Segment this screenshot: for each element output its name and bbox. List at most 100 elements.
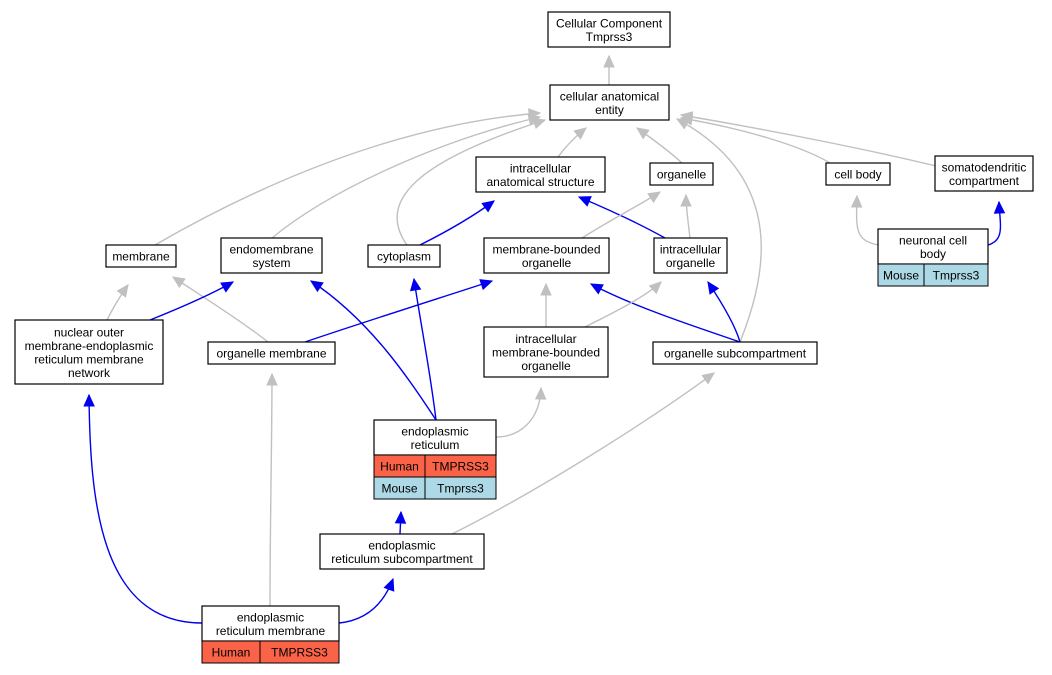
edge-line (172, 276, 269, 343)
edges-layer (83, 54, 1006, 624)
arrowhead (636, 127, 650, 140)
edge-line (269, 373, 273, 607)
edge-er-to-endomem (309, 280, 437, 421)
term-box (105, 244, 177, 268)
arrowhead (577, 196, 592, 207)
term-label: reticulum membrane (34, 352, 144, 366)
edge-line (149, 281, 234, 321)
edge-line (396, 119, 546, 246)
term-label: cell body (834, 168, 881, 182)
arrowhead (83, 393, 95, 407)
arrowhead (647, 191, 662, 204)
edge-line (271, 116, 541, 239)
edge-line (419, 200, 495, 246)
term-node-cellbody[interactable]: cell body (825, 162, 891, 186)
arrowhead (707, 280, 720, 295)
term-label: membrane-bounded (492, 346, 600, 360)
term-label: somatodendritic (942, 160, 1027, 174)
edge-cae-to-root (603, 54, 615, 85)
edge-ncb-to-somato (987, 200, 1006, 246)
term-box (549, 84, 670, 121)
edge-line (676, 118, 762, 343)
gene-symbol: TMPRSS3 (271, 646, 328, 660)
term-label: endoplasmic (368, 538, 435, 552)
term-box (201, 605, 340, 642)
term-label: intracellular (515, 332, 576, 346)
gene-symbol: Tmprss3 (933, 269, 980, 283)
arrowhead (309, 280, 324, 293)
term-label: network (68, 366, 111, 380)
species-label: Human (380, 460, 419, 474)
gene-cell (424, 476, 497, 500)
arrowhead (603, 54, 615, 68)
term-node-nuclear[interactable]: nuclear outermembrane-endoplasmicreticul… (14, 319, 164, 385)
arrowhead (648, 281, 662, 295)
term-node-orgmem[interactable]: organelle membrane (207, 341, 336, 365)
gene-symbol: TMPRSS3 (432, 460, 489, 474)
term-box (825, 162, 891, 186)
term-box (653, 237, 728, 274)
term-label: intracellular (510, 161, 571, 175)
edge-line (495, 387, 542, 438)
term-label: intracellular (660, 242, 721, 256)
edge-ermem-to-nuclear (83, 393, 203, 624)
species-label: Mouse (883, 269, 919, 283)
term-label: cellular anatomical (560, 89, 659, 103)
term-label: neuronal cell (899, 233, 967, 247)
arrowhead (394, 510, 407, 524)
term-box (649, 162, 714, 186)
term-box (652, 341, 818, 365)
edge-mbo-to-organelle (581, 191, 662, 239)
term-label: membrane-endoplasmic (25, 339, 154, 353)
term-label: reticulum (411, 438, 460, 452)
term-node-cytoplasm[interactable]: cytoplasm (367, 244, 441, 268)
edge-cellbody-to-cae (679, 114, 831, 164)
term-node-organelle[interactable]: organelle (649, 162, 714, 186)
term-label: system (252, 256, 290, 270)
term-box (207, 341, 336, 365)
term-label: Cellular Component (556, 16, 663, 30)
arrowhead (679, 111, 694, 123)
term-label: endomembrane (229, 242, 313, 256)
edge-er-to-cytoplasm (409, 277, 437, 421)
edge-line (154, 112, 541, 246)
term-label: endoplasmic (237, 610, 304, 624)
term-label: reticulum subcompartment (331, 552, 473, 566)
arrowhead (116, 284, 129, 298)
arrowhead (266, 372, 278, 386)
term-label: Tmprss3 (586, 30, 633, 44)
arrowhead (383, 577, 395, 592)
term-label: endoplasmic (401, 424, 468, 438)
edge-line (338, 578, 394, 624)
edge-ias-to-cae (557, 127, 587, 158)
term-label: organelle membrane (216, 347, 326, 361)
edge-orgmem-to-mbo (304, 279, 494, 343)
term-label: organelle (666, 256, 716, 270)
arrowhead (532, 118, 547, 130)
edge-ermem-to-orgmem (266, 372, 278, 607)
arrowhead (409, 277, 422, 292)
term-node-membrane[interactable]: membrane (105, 244, 177, 268)
term-label: reticulum membrane (216, 624, 326, 638)
term-label: organelle (657, 168, 707, 182)
edge-line (310, 280, 437, 421)
term-label: anatomical structure (486, 175, 594, 189)
term-node-osub[interactable]: organelle subcompartment (652, 341, 818, 365)
term-label: membrane-bounded (492, 242, 600, 256)
edge-imbo-to-mbo (540, 282, 552, 327)
edge-organelle-to-cae (636, 127, 683, 164)
edge-somato-to-cae (679, 111, 937, 167)
arrowhead (850, 194, 863, 208)
